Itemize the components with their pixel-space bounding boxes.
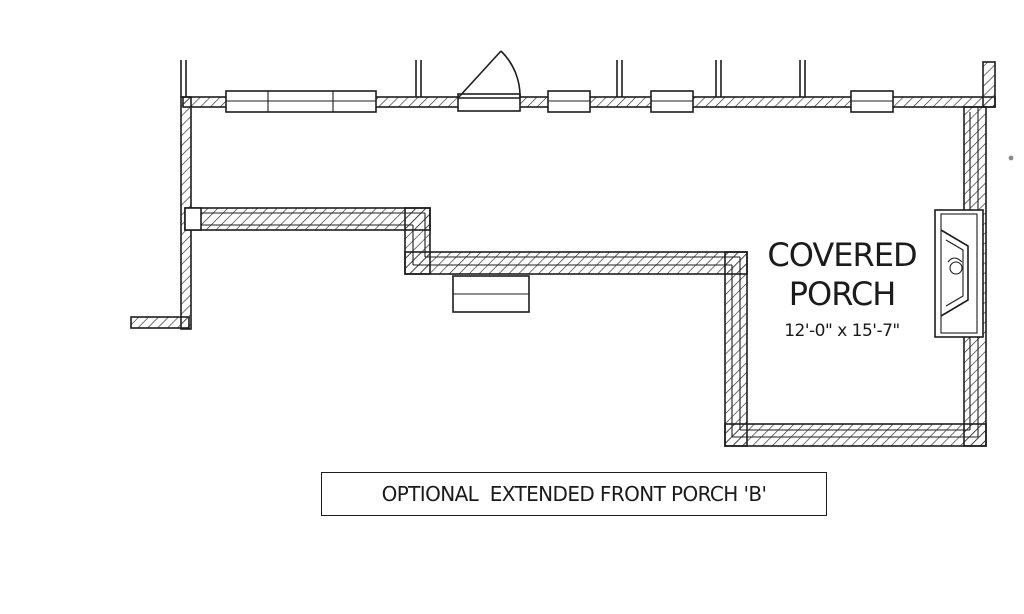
- room-dimensions: 12'-0" x 15'-7": [784, 321, 900, 341]
- room-name-line2: PORCH: [789, 275, 896, 313]
- windows-top: [225, 90, 894, 113]
- room-name-line1: COVERED: [767, 236, 916, 274]
- speck-mark: [1008, 155, 1014, 161]
- wall-stubs: [415, 60, 806, 97]
- porch-step: [452, 275, 530, 313]
- house-wall-right-post: [982, 61, 996, 108]
- porch-wall: [184, 106, 987, 447]
- caption-text: OPTIONAL EXTENDED FRONT PORCH 'B': [381, 482, 767, 506]
- house-wall-left: [130, 60, 192, 330]
- entry-door: [457, 50, 521, 112]
- caption-box: OPTIONAL EXTENDED FRONT PORCH 'B': [321, 472, 827, 516]
- fireplace: [934, 209, 984, 338]
